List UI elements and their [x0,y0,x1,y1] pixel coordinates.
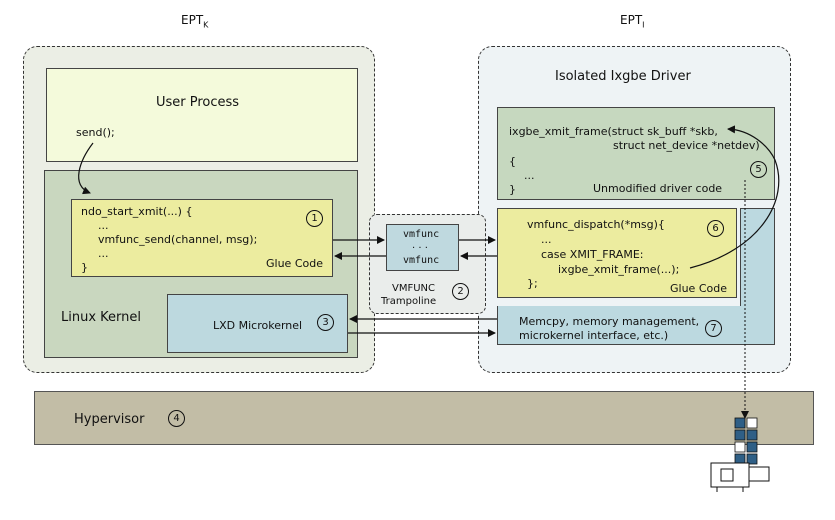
step-2-marker: 2 [452,283,469,300]
trampoline-label-2: Trampoline [381,296,437,307]
page-table-icon [734,417,758,465]
lxd-label: LXD Microkernel [213,319,303,332]
shared-line-2: microkernel interface, etc.) [519,329,669,342]
glue-left-line-1: ndo_start_xmit(...) { [81,205,193,218]
glue-code-box-kernel [71,199,333,277]
user-process-title: User Process [156,95,240,110]
send-call: send(); [76,126,115,139]
unmodified-driver-box [497,107,775,200]
step-5-marker: 5 [750,161,767,178]
ept-k-label: EPT [181,13,204,27]
glue-right-line-5: }; [527,277,538,290]
step-7-marker: 7 [705,320,722,337]
glue-right-line-4: ixgbe_xmit_frame(...); [558,263,680,276]
vmfunc-box [386,224,459,271]
glue-code-box-driver [497,208,737,298]
vmfunc-dots: . . . [412,240,428,251]
driver-line-3: { [509,155,516,168]
step-1-marker: 1 [306,210,323,227]
send-to-kernel-arrow [78,142,94,195]
shared-line-1: Memcpy, memory management, [519,315,700,328]
driver-line-2: struct net_device *netdev) [613,139,760,152]
vmfunc-bottom: vmfunc [403,255,440,266]
dispatch-to-driver-arrow [689,125,780,269]
trampoline-label-1: VMFUNC [392,283,436,294]
step-3-marker: 3 [317,314,334,331]
driver-label: Unmodified driver code [593,182,723,195]
ept-k-subscript: K [203,20,209,30]
linux-kernel-title: Linux Kernel [61,310,141,325]
vmfunc-top: vmfunc [403,229,440,240]
glue-left-line-3: vmfunc_send(channel, msg); [98,233,258,246]
glue-right-label: Glue Code [670,282,727,295]
ept-i-header: EPTI [620,14,645,29]
user-process-box [46,68,358,162]
step-6-marker: 6 [707,220,724,237]
hypervisor-box [34,391,814,445]
step-4-marker: 4 [168,410,185,427]
driver-line-4: ... [524,169,535,182]
isolated-driver-title: Isolated Ixgbe Driver [555,69,691,84]
ept-i-label: EPT [620,13,643,27]
glue-left-line-5: } [81,261,88,274]
glue-right-line-1: vmfunc_dispatch(*msg){ [527,218,665,231]
glue-left-line-2: ... [98,219,109,232]
ept-i-subscript: I [642,20,645,30]
glue-right-line-2: ... [541,233,552,246]
glue-left-label: Glue Code [266,257,323,270]
driver-line-5: } [509,183,516,196]
glue-left-line-4: ... [98,247,109,260]
hypervisor-label: Hypervisor [74,412,145,427]
shared-services-box [497,306,775,345]
nic-device-icon [710,462,770,492]
driver-line-1: ixgbe_xmit_frame(struct sk_buff *skb, [509,125,718,138]
glue-right-line-3: case XMIT_FRAME: [541,248,644,261]
ept-k-header: EPTK [181,14,208,29]
